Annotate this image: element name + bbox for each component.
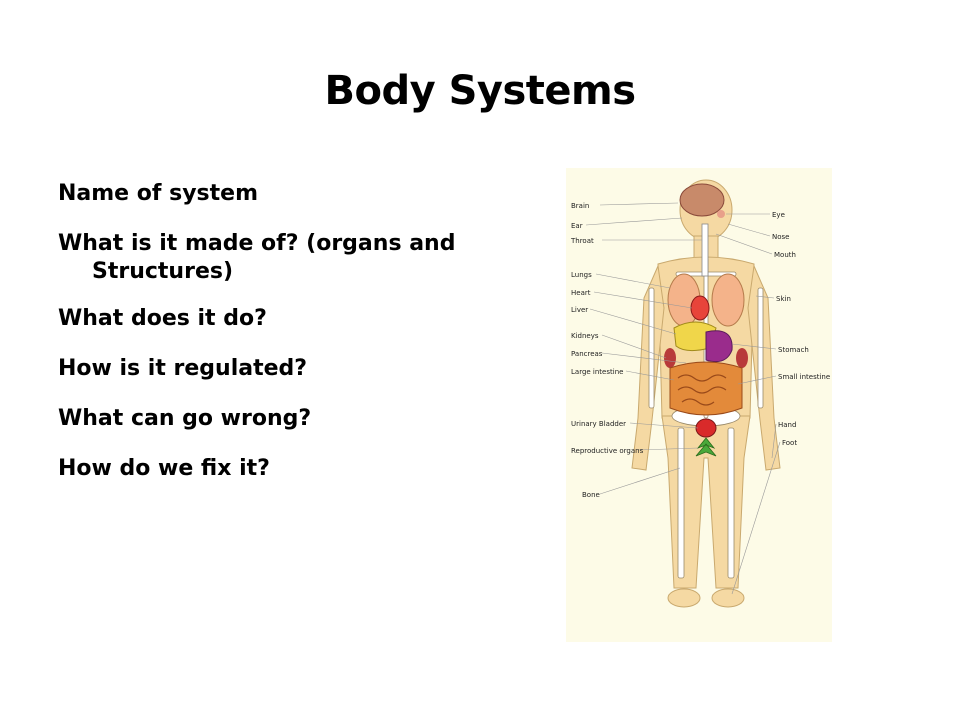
- label-kidneys: Kidneys: [571, 332, 599, 340]
- labels-left: Brain Ear Throat Lungs Heart Liver Kidne…: [570, 202, 644, 499]
- bullet-item: Name of system: [58, 181, 258, 206]
- label-brain: Brain: [571, 202, 589, 210]
- bullet-item: What does it do?: [58, 306, 267, 331]
- lung-right: [711, 273, 745, 327]
- bullet-list: Name of system What is it made of? (orga…: [58, 180, 478, 505]
- label-throat: Throat: [570, 237, 594, 245]
- label-nose: Nose: [772, 233, 789, 241]
- label-skin: Skin: [776, 295, 791, 303]
- label-reproductive-organs: Reproductive organs: [571, 447, 644, 455]
- label-ear: Ear: [571, 222, 583, 230]
- bladder-organ: [695, 418, 717, 438]
- labels-right: Eye Nose Mouth Skin Stomach Small intest…: [772, 211, 830, 447]
- anatomy-illustration: Brain Ear Throat Lungs Heart Liver Kidne…: [570, 179, 830, 608]
- kidney-right: [736, 348, 748, 368]
- intestines: [669, 361, 743, 416]
- label-stomach: Stomach: [778, 346, 809, 354]
- label-pancreas: Pancreas: [571, 350, 603, 358]
- heart-organ: [690, 295, 710, 321]
- label-lungs: Lungs: [571, 271, 592, 279]
- label-large-intestine: Large intestine: [571, 368, 623, 376]
- eye-organ: [717, 210, 725, 218]
- label-foot: Foot: [782, 439, 797, 447]
- slide-title: Body Systems: [324, 68, 636, 114]
- kidney-left: [664, 348, 676, 368]
- body-systems-diagram: Brain Ear Throat Lungs Heart Liver Kidne…: [566, 168, 832, 642]
- stomach-organ: [705, 330, 733, 363]
- label-mouth: Mouth: [774, 251, 796, 259]
- label-urinary-bladder: Urinary Bladder: [571, 420, 626, 428]
- throat-organ: [701, 223, 709, 277]
- label-small-intestine: Small intestine: [778, 373, 830, 381]
- reproductive-organ: [695, 437, 717, 457]
- label-hand: Hand: [778, 421, 796, 429]
- bullet-item: What is it made of? (organs and Structur…: [58, 231, 456, 284]
- bullet-item: What can go wrong?: [58, 406, 312, 431]
- bullet-item: How do we fix it?: [58, 456, 270, 481]
- label-liver: Liver: [571, 306, 588, 314]
- leader-lines: [585, 202, 781, 595]
- label-bone: Bone: [582, 491, 600, 499]
- bullet-item: How is it regulated?: [58, 356, 308, 381]
- brain-organ: [679, 183, 725, 217]
- label-heart: Heart: [571, 289, 591, 297]
- label-eye: Eye: [772, 211, 785, 219]
